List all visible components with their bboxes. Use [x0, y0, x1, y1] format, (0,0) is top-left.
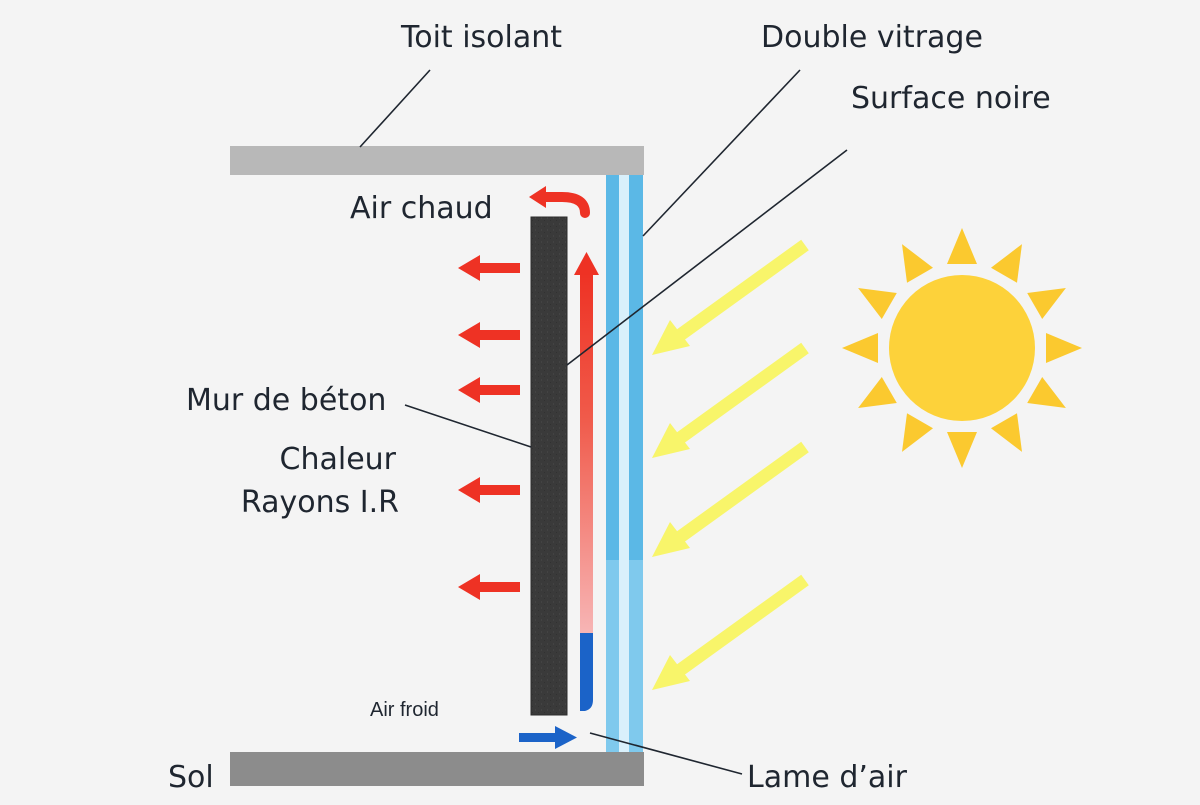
sun-ray: [902, 244, 933, 283]
sun-ray: [858, 288, 897, 319]
glazing-label: Double vitrage: [761, 20, 983, 55]
cold-air-label: Air froid: [370, 699, 439, 721]
solar-ray-arrow: [652, 342, 809, 458]
sun-ray: [947, 228, 977, 264]
heat-label-line2: Rayons I.R: [241, 485, 399, 520]
roof-leader-line: [359, 69, 431, 148]
sun-ray: [1027, 377, 1066, 408]
floor-slab: [230, 752, 644, 786]
sun-ray: [991, 413, 1022, 452]
air-gap-label: Lame d’air: [747, 760, 908, 795]
heat-arrow: [458, 377, 520, 403]
black-surface-label: Surface noire: [851, 81, 1051, 116]
air-gap-leader-line: [589, 732, 743, 775]
surface-leader-line: [566, 149, 848, 366]
solar-ray-arrow: [652, 574, 809, 690]
sun-ray: [842, 333, 878, 363]
cold-air-arrow: [519, 726, 577, 749]
sun-ray: [1027, 288, 1066, 319]
roof-label: Toit isolant: [400, 20, 562, 55]
wall-leader-line: [404, 404, 532, 448]
sun-icon: [842, 228, 1082, 468]
double-glazing: [606, 175, 643, 752]
concrete-wall: [530, 216, 568, 716]
sun-ray: [902, 413, 933, 452]
solar-ray-arrow: [652, 441, 809, 557]
floor-label: Sol: [168, 760, 214, 795]
sun-ray: [991, 244, 1022, 283]
heat-arrow: [458, 477, 520, 503]
solar-ray-arrow: [652, 239, 809, 355]
heat-arrow: [458, 255, 520, 281]
sun-ray: [947, 432, 977, 468]
heat-label-line1: Chaleur: [280, 442, 397, 477]
warm-air-arrow: [529, 186, 590, 218]
heat-arrow: [458, 574, 520, 600]
glazing-leader-line: [642, 69, 801, 237]
heat-arrow: [458, 322, 520, 348]
warm-air-label: Air chaud: [350, 191, 493, 226]
concrete-wall-label: Mur de béton: [186, 383, 386, 418]
insulated-roof: [230, 146, 644, 175]
sun-ray: [858, 377, 897, 408]
rising-air-arrow: [574, 252, 599, 711]
sun-ray: [1046, 333, 1082, 363]
